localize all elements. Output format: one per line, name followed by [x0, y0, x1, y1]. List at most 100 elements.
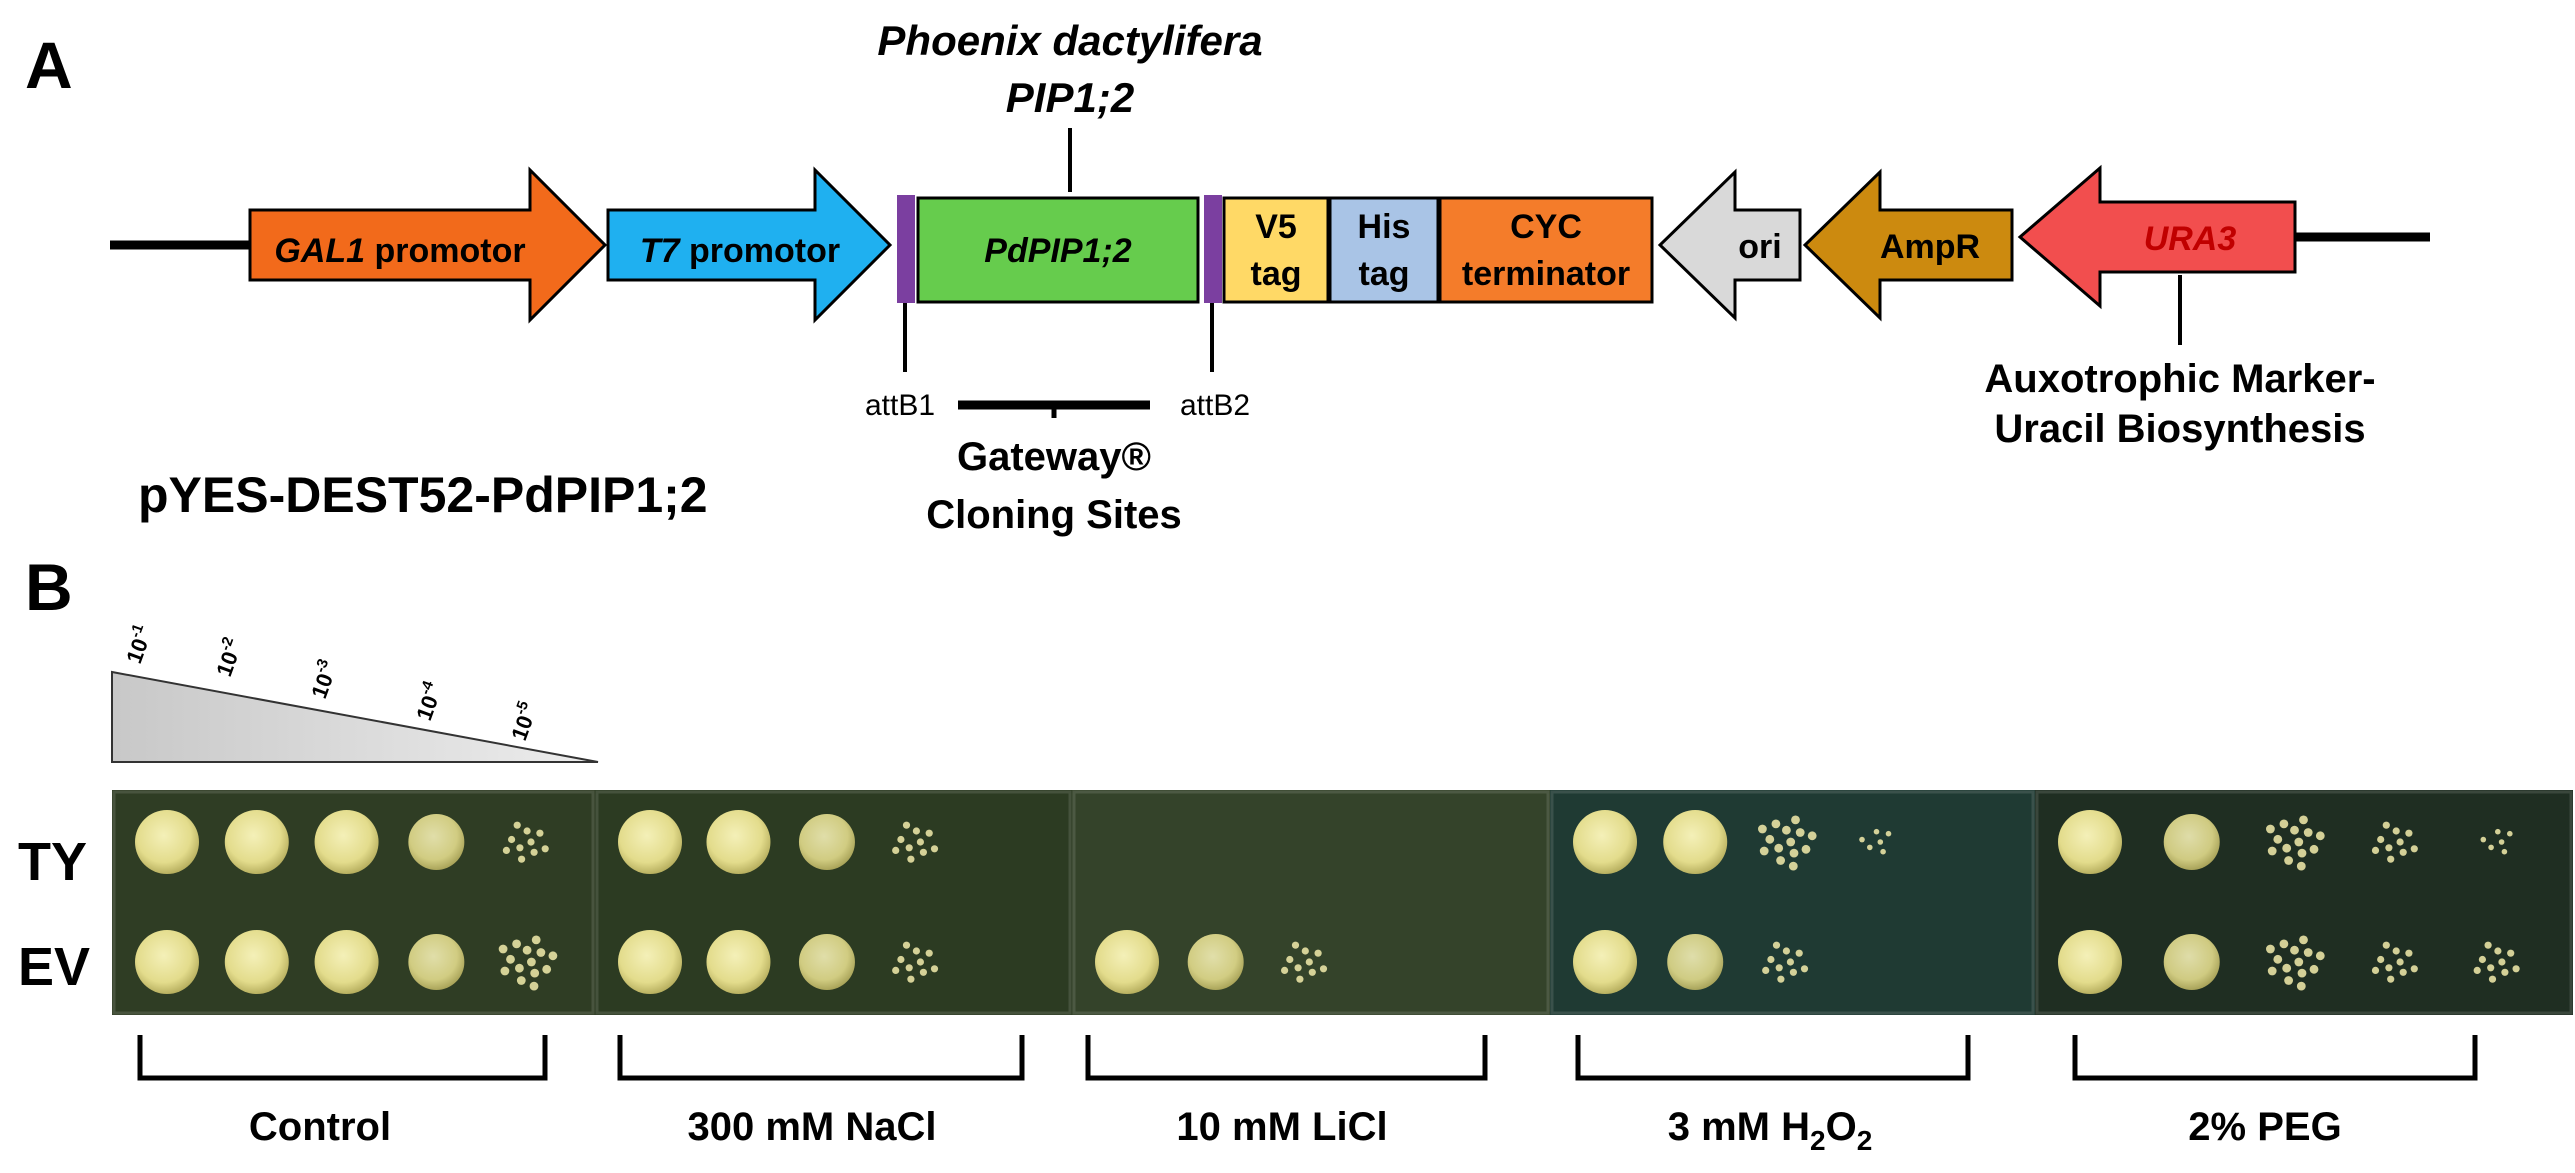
colony-dot — [2290, 825, 2299, 835]
cyc-terminator-box — [1438, 196, 1654, 304]
condition-label-main: 2% PEG — [2188, 1105, 2341, 1149]
colony-dot — [907, 975, 915, 983]
colony-dot — [2484, 941, 2492, 949]
colony-dot — [530, 968, 540, 978]
colony-dot — [2266, 944, 2275, 954]
colony-dot — [2512, 965, 2520, 973]
colony-dot — [1786, 958, 1794, 966]
colony-dot — [2371, 846, 2380, 855]
condition-bracket — [2072, 1035, 2478, 1081]
colony-dot — [516, 976, 526, 985]
his-line2: tag — [1359, 255, 1410, 293]
colony-spot — [135, 810, 199, 874]
colony-dot — [2296, 861, 2306, 871]
colony-dot — [536, 948, 546, 957]
ori-label: ori — [1738, 228, 1781, 266]
colony-dot — [1767, 955, 1775, 964]
ura3-label: URA3 — [2144, 220, 2237, 258]
colony-spot — [1663, 810, 1728, 874]
colony-dot — [542, 964, 552, 974]
colony-dot — [1286, 955, 1294, 964]
colony-dot — [1795, 828, 1805, 837]
colony-dot — [2501, 848, 2508, 855]
colony-dot — [506, 954, 515, 964]
colony-spot — [1095, 930, 1159, 994]
gal1-promoter-arrow: GAL1 promotor — [248, 166, 608, 324]
colony-dot — [1314, 949, 1322, 957]
colony-dot — [2296, 981, 2306, 991]
colony-dot — [2387, 975, 2395, 983]
colony-dot — [2299, 935, 2308, 945]
colony-dot — [2273, 834, 2283, 844]
colony-dot — [2377, 835, 2385, 844]
colony-dot — [500, 966, 510, 976]
gal1-label-rest: promotor — [365, 232, 526, 270]
colony-dot — [2399, 848, 2407, 856]
colony-dot — [508, 835, 516, 844]
colony-dot — [2478, 955, 2486, 964]
row-label-ev: EV — [18, 937, 90, 997]
condition-bracket — [1575, 1035, 1971, 1081]
gateway-line1: Gateway® — [957, 435, 1151, 479]
condition-label-main: 10 mM LiCl — [1176, 1105, 1387, 1149]
dilution-base: 10 — [506, 712, 538, 744]
colony-dot — [2315, 831, 2325, 841]
colony-dot — [2392, 827, 2400, 835]
dilution-exponent: -1 — [127, 622, 148, 640]
attb1-site — [897, 195, 915, 303]
colony-dot — [925, 829, 933, 837]
colony-dot — [2309, 844, 2319, 854]
colony-dot — [2294, 837, 2304, 847]
attb2-site — [1204, 195, 1222, 303]
dilution-exponent: -3 — [312, 657, 333, 675]
colony-dot — [2279, 939, 2289, 949]
colony-dot — [1791, 815, 1800, 825]
colony-dot — [1880, 848, 1886, 855]
his-tag-box — [1328, 196, 1440, 304]
condition-label: 2% PEG — [2188, 1105, 2341, 1149]
colony-dot — [1281, 966, 1289, 975]
colony-dot — [2480, 836, 2487, 843]
colony-dot — [905, 844, 913, 852]
colony-dot — [1867, 844, 1873, 851]
colony-dot — [1291, 941, 1300, 949]
colony-dot — [512, 939, 521, 949]
colony-dot — [515, 963, 524, 973]
colony-dot — [522, 945, 532, 955]
colony-dot — [2297, 968, 2307, 978]
colony-dot — [2495, 828, 2501, 835]
dilution-wedge — [111, 670, 599, 763]
condition-label-main: Control — [249, 1105, 391, 1149]
colony-dot — [892, 966, 900, 975]
colony-dot — [2303, 828, 2313, 837]
dilution-label: 10-4 — [408, 678, 447, 724]
colony-dot — [548, 951, 558, 961]
insert-label: PdPIP1;2 — [984, 232, 1131, 270]
t7-promoter-arrow: T7 promotor — [606, 166, 893, 324]
colony-dot — [527, 838, 535, 846]
colony-dot — [1789, 848, 1799, 858]
condition-label: 300 mM NaCl — [688, 1105, 937, 1149]
colony-dot — [2498, 839, 2505, 845]
condition-label: Control — [249, 1105, 391, 1149]
colony-spot — [2058, 810, 2122, 874]
colony-spot — [135, 930, 199, 994]
colony-dot — [2266, 824, 2275, 834]
ampr-arrow: AmpR — [1802, 168, 2014, 322]
colony-dot — [897, 955, 905, 964]
colony-spot — [2163, 814, 2220, 870]
colony-dot — [2396, 958, 2404, 966]
colony-dot — [2487, 964, 2495, 972]
colony-dot — [513, 821, 521, 829]
colony-dot — [2382, 941, 2390, 949]
colony-dot — [2392, 947, 2400, 955]
colony-dot — [2371, 966, 2380, 975]
colony-dot — [2405, 949, 2413, 957]
plate-edge — [1072, 790, 1550, 1015]
colony-dot — [930, 845, 939, 853]
t7-label-italic: T7 — [640, 232, 682, 270]
colony-spot — [2058, 930, 2122, 994]
colony-dot — [1801, 844, 1811, 854]
his-line1: His — [1358, 208, 1411, 246]
